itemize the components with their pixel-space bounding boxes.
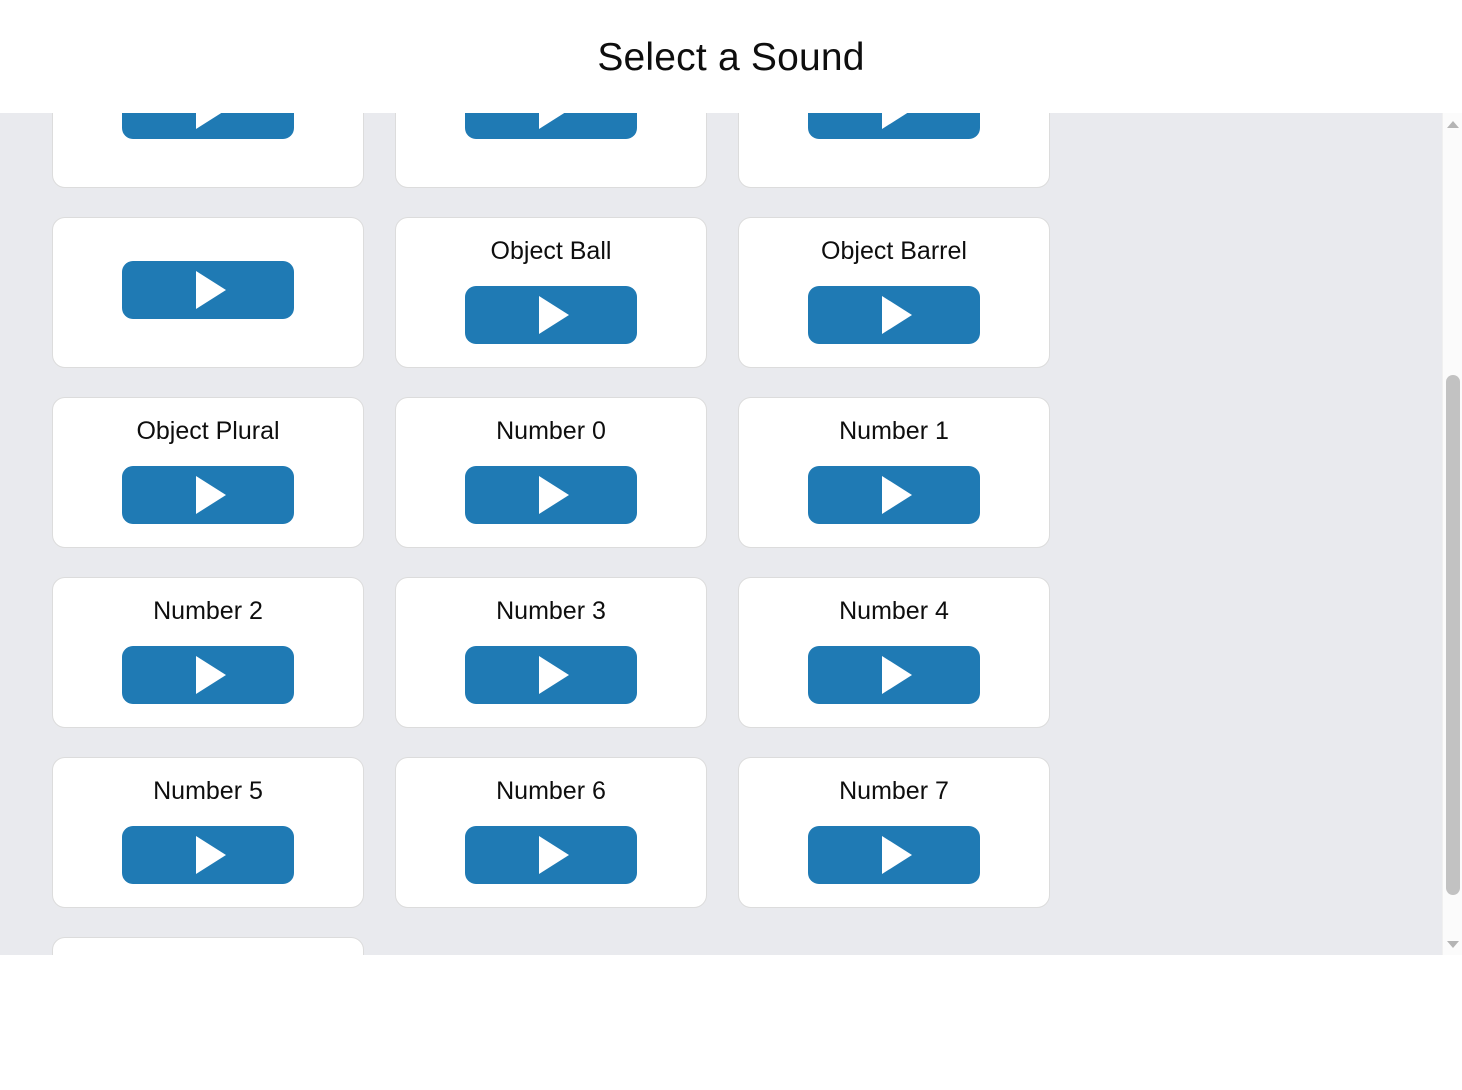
play-button[interactable] <box>808 646 980 704</box>
sound-card-number-7[interactable]: Number 7 <box>738 757 1050 908</box>
dialog-footer: Cancel Select File <box>0 955 1462 1090</box>
sound-card-object-ball[interactable]: Object Ball <box>395 217 707 368</box>
sound-card-label: Number 5 <box>153 777 263 805</box>
sound-card-number-6[interactable]: Number 6 <box>395 757 707 908</box>
sound-card-number-4[interactable]: Number 4 <box>738 577 1050 728</box>
play-button[interactable] <box>122 826 294 884</box>
play-button[interactable] <box>122 466 294 524</box>
play-icon <box>539 113 569 129</box>
sound-card-number-0[interactable]: Number 0 <box>395 397 707 548</box>
sound-card-partial[interactable] <box>52 113 364 188</box>
sound-card-number-2[interactable]: Number 2 <box>52 577 364 728</box>
sound-card-label: Number 0 <box>496 417 606 445</box>
sound-card-number-8[interactable]: Number 8 <box>52 937 364 955</box>
scroll-up-button[interactable] <box>1443 115 1462 133</box>
play-icon <box>882 656 912 694</box>
sound-card-partial[interactable] <box>52 217 364 368</box>
chevron-down-icon <box>1447 940 1459 948</box>
play-icon <box>882 113 912 129</box>
sound-card-number-1[interactable]: Number 1 <box>738 397 1050 548</box>
play-button[interactable] <box>808 286 980 344</box>
vertical-scrollbar[interactable] <box>1442 113 1462 955</box>
play-button[interactable] <box>465 826 637 884</box>
play-icon <box>539 836 569 874</box>
play-button[interactable] <box>122 646 294 704</box>
sound-card-label: Object Plural <box>136 417 280 445</box>
play-icon <box>539 296 569 334</box>
play-icon <box>539 656 569 694</box>
play-icon <box>882 836 912 874</box>
play-icon <box>196 113 226 129</box>
sound-card-label: Number 4 <box>839 597 949 625</box>
sound-list-scroll-area[interactable]: Object Ball Object Barrel Object Plural <box>0 113 1462 955</box>
sound-card-object-plural[interactable]: Object Plural <box>52 397 364 548</box>
play-icon <box>882 296 912 334</box>
sound-card-label: Object Barrel <box>821 237 967 265</box>
sound-card-label: Number 3 <box>496 597 606 625</box>
scrollbar-thumb[interactable] <box>1446 375 1460 895</box>
dialog-header: Select a Sound <box>0 0 1462 113</box>
play-icon <box>196 476 226 514</box>
play-button[interactable] <box>808 113 980 139</box>
sound-grid: Object Ball Object Barrel Object Plural <box>0 113 1434 955</box>
play-button[interactable] <box>465 286 637 344</box>
play-icon <box>196 656 226 694</box>
sound-card-number-5[interactable]: Number 5 <box>52 757 364 908</box>
sound-card-label: Number 2 <box>153 597 263 625</box>
play-icon <box>539 476 569 514</box>
play-button[interactable] <box>465 113 637 139</box>
sound-card-label: Number 6 <box>496 777 606 805</box>
play-icon <box>196 271 226 309</box>
play-button[interactable] <box>122 113 294 139</box>
sound-card-object-barrel[interactable]: Object Barrel <box>738 217 1050 368</box>
play-button[interactable] <box>122 261 294 319</box>
play-button[interactable] <box>465 646 637 704</box>
play-icon <box>882 476 912 514</box>
sound-card-label: Object Ball <box>490 237 612 265</box>
chevron-up-icon <box>1447 120 1459 128</box>
scroll-down-button[interactable] <box>1443 935 1462 953</box>
sound-card-number-3[interactable]: Number 3 <box>395 577 707 728</box>
sound-card-partial[interactable] <box>395 113 707 188</box>
sound-card-label: Number 1 <box>839 417 949 445</box>
sound-card-partial[interactable] <box>738 113 1050 188</box>
play-icon <box>196 836 226 874</box>
page-title: Select a Sound <box>597 36 865 79</box>
play-button[interactable] <box>465 466 637 524</box>
play-button[interactable] <box>808 466 980 524</box>
play-button[interactable] <box>808 826 980 884</box>
sound-card-label: Number 7 <box>839 777 949 805</box>
